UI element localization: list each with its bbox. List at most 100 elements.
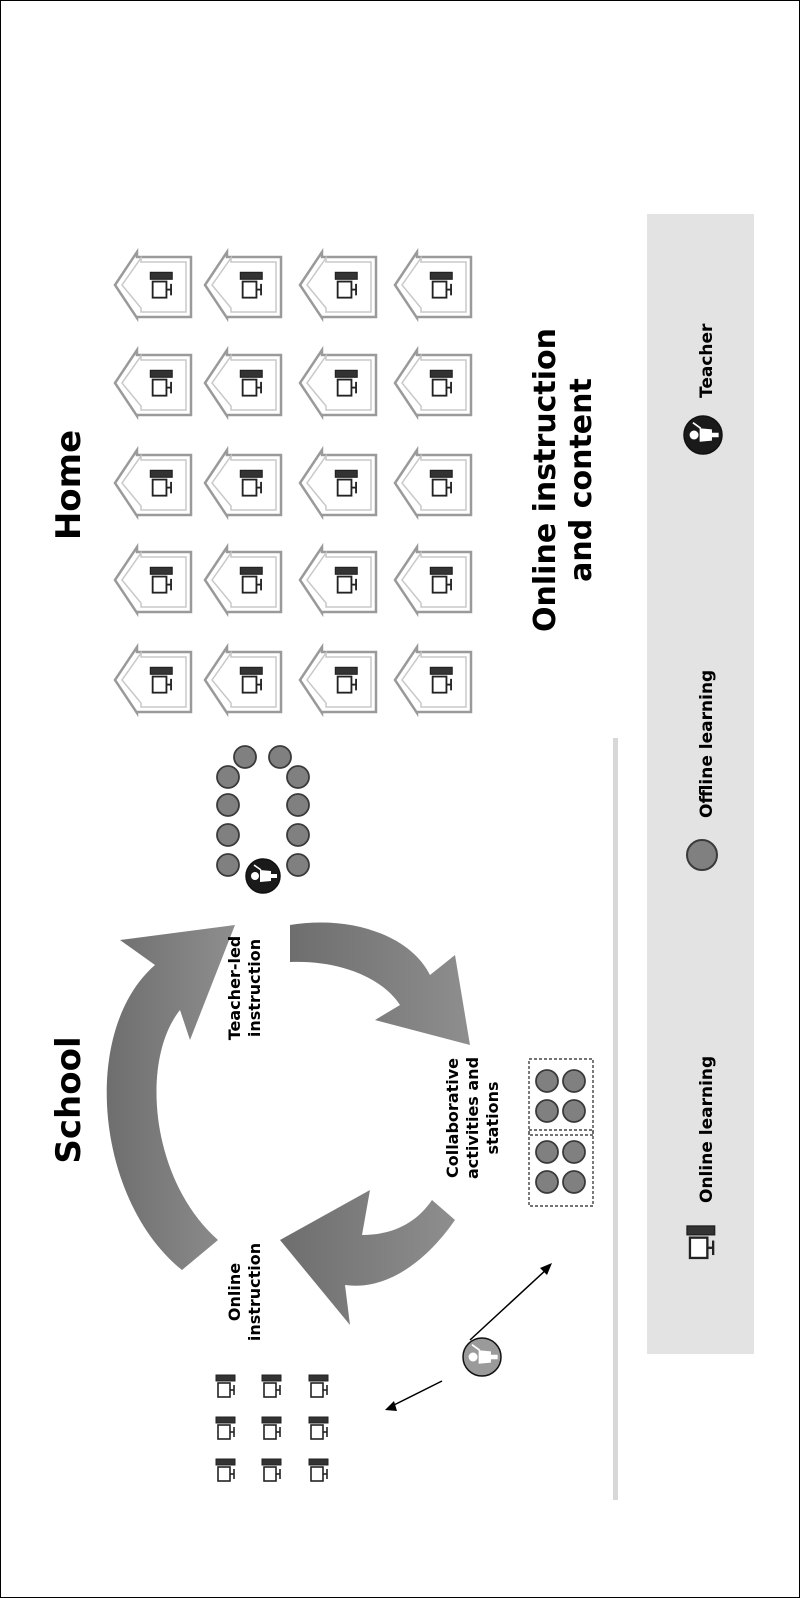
computer-icon [334, 469, 358, 497]
house-with-computer-icon [393, 642, 473, 718]
computer-icon [261, 1374, 282, 1398]
home-title: Home [49, 430, 89, 540]
computer-icon [215, 1416, 236, 1440]
computer-icon [429, 666, 453, 694]
collaborative-tables [528, 1058, 594, 1207]
station-label-collaborative-line2: activities and [463, 1057, 482, 1179]
arrowhead-icon [385, 1401, 397, 1411]
house-with-computer-icon [203, 445, 283, 521]
student-circle-icon [562, 1069, 586, 1093]
arrow-line-icon [391, 1380, 443, 1407]
student-circle-icon [686, 839, 718, 871]
station-label-online: Online instruction [225, 1243, 264, 1341]
computer-icon [239, 271, 263, 299]
student-circle-icon [286, 793, 310, 817]
teacher-icon [683, 415, 723, 455]
student-circle-icon [535, 1099, 559, 1123]
station-label-collaborative-line1: Collaborative [443, 1058, 462, 1178]
computer-icon [149, 469, 173, 497]
house-with-computer-icon [298, 642, 378, 718]
house-with-computer-icon [393, 445, 473, 521]
computer-icon [239, 666, 263, 694]
station-label-collaborative-line3: stations [483, 1081, 502, 1154]
cycle-arrow-icon [106, 925, 236, 1270]
computer-icon [686, 1225, 716, 1260]
computer-icon [429, 271, 453, 299]
house-with-computer-icon [113, 542, 193, 618]
house-with-computer-icon [113, 247, 193, 323]
teacher-led-group [216, 745, 310, 894]
computer-icon [239, 369, 263, 397]
legend: Online learning Offline learning Teacher [647, 214, 754, 1354]
legend-background [647, 214, 754, 1354]
student-circle-icon [268, 745, 292, 769]
station-label-online-line2: instruction [245, 1243, 264, 1341]
house-with-computer-icon [298, 445, 378, 521]
student-circle-icon [562, 1099, 586, 1123]
house-with-computer-icon [203, 542, 283, 618]
student-circle-icon [233, 745, 257, 769]
computer-icon [261, 1458, 282, 1482]
student-circle-icon [286, 853, 310, 877]
student-circle-icon [216, 823, 240, 847]
computer-icon [429, 469, 453, 497]
station-label-collaborative: Collaborative activities and stations [443, 1057, 502, 1179]
computer-icon [334, 566, 358, 594]
student-circle-icon [286, 765, 310, 789]
cycle-arrow-icon [290, 922, 470, 1045]
student-circle-icon [535, 1170, 559, 1194]
station-label-teacher-led-line2: instruction [245, 939, 264, 1037]
student-circle-icon [562, 1170, 586, 1194]
computer-icon [308, 1458, 329, 1482]
computer-icon [149, 271, 173, 299]
computer-icon [334, 369, 358, 397]
computer-icon [308, 1374, 329, 1398]
home-caption-line2: and content [564, 378, 599, 582]
computer-icon [149, 566, 173, 594]
station-label-online-line1: Online [225, 1263, 244, 1321]
student-circle-icon [216, 853, 240, 877]
house-with-computer-icon [298, 345, 378, 421]
house-with-computer-icon [203, 345, 283, 421]
student-circle-icon [216, 793, 240, 817]
teacher-icon [245, 858, 281, 894]
arrowhead-icon [540, 1263, 552, 1275]
house-with-computer-icon [393, 247, 473, 323]
arrow-line-icon [469, 1267, 549, 1341]
computer-icon [308, 1416, 329, 1440]
computer-icon [215, 1458, 236, 1482]
cycle-arrows [106, 922, 470, 1325]
teacher-icon [683, 415, 723, 455]
station-label-teacher-led-line1: Teacher-led [225, 936, 244, 1040]
roaming-teacher [385, 1263, 552, 1411]
school-title: School [49, 1036, 89, 1163]
student-circle-icon [535, 1069, 559, 1093]
computer-icon [686, 1225, 716, 1260]
cycle-arrow-icon [280, 1190, 455, 1325]
house-with-computer-icon [393, 542, 473, 618]
computer-icon [215, 1374, 236, 1398]
collab-table [528, 1129, 594, 1207]
computer-icon [239, 469, 263, 497]
house-with-computer-icon [203, 247, 283, 323]
student-circle-icon [216, 765, 240, 789]
computer-icon [149, 666, 173, 694]
house-with-computer-icon [113, 642, 193, 718]
legend-online-label: Online learning [697, 1056, 717, 1203]
legend-offline-label: Offline learning [697, 670, 717, 818]
computer-icon [429, 566, 453, 594]
student-circle-icon [562, 1140, 586, 1164]
student-circle-icon [286, 823, 310, 847]
student-circle-icon [535, 1140, 559, 1164]
home-caption-line1: Online instruction [528, 328, 563, 632]
online-computers-grid [215, 1374, 329, 1482]
house-with-computer-icon [203, 642, 283, 718]
teacher-icon [462, 1337, 502, 1377]
computer-icon [149, 369, 173, 397]
house-with-computer-icon [298, 247, 378, 323]
home-houses-grid [113, 247, 473, 718]
collab-table [528, 1058, 594, 1136]
computer-icon [334, 666, 358, 694]
divider-line [613, 738, 618, 1500]
